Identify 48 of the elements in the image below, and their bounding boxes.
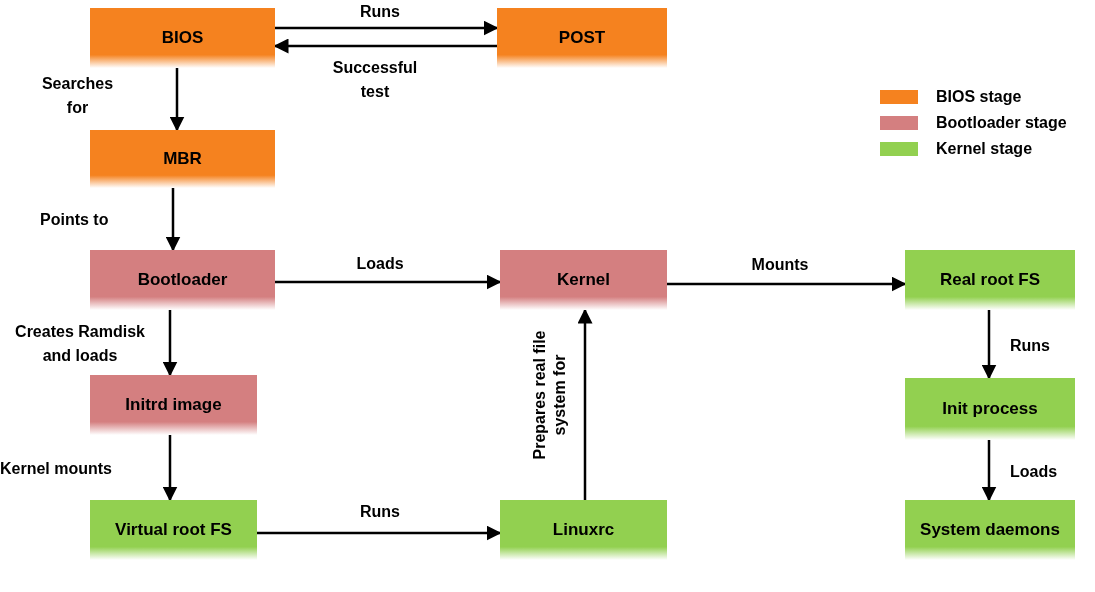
arrow	[275, 20, 499, 36]
node-label: Linuxrc	[552, 519, 615, 541]
process-box	[905, 250, 1075, 310]
arrow	[162, 310, 178, 377]
edge-label: Searches for	[40, 74, 115, 118]
arrow	[275, 274, 502, 290]
process-box	[497, 8, 667, 68]
edge-label: Runs	[359, 502, 401, 522]
process-box	[90, 8, 275, 68]
arrow	[981, 310, 997, 380]
node-label: BIOS	[161, 27, 204, 49]
arrow	[667, 276, 907, 292]
edge-label: Loads	[355, 254, 405, 274]
edge-label: Runs	[359, 2, 401, 22]
process-box	[90, 375, 257, 435]
legend-label: BIOS stage	[936, 87, 1022, 107]
edge-label: Points to	[40, 210, 110, 230]
process-box	[90, 130, 275, 188]
node-label: System daemons	[920, 519, 1060, 541]
arrow	[162, 435, 178, 502]
node-label: Initrd image	[125, 394, 222, 416]
arrow	[165, 188, 181, 252]
edge-label: Prepares real file system for	[530, 329, 569, 462]
node-label: Bootloader	[137, 269, 228, 291]
process-box	[500, 250, 667, 310]
edge-label: Kernel mounts	[0, 459, 113, 479]
node-label: Virtual root FS	[115, 519, 232, 541]
edge-label: Creates Ramdisk and loads	[14, 322, 146, 366]
node-label: MBR	[163, 148, 202, 170]
node-label: Kernel	[557, 269, 610, 291]
arrow	[169, 68, 185, 132]
arrow	[257, 525, 502, 541]
edge-label: Loads	[1010, 462, 1059, 482]
legend-label: Kernel stage	[936, 139, 1033, 159]
edge-label: Mounts	[750, 255, 810, 275]
arrow	[577, 308, 593, 500]
process-box	[500, 500, 667, 560]
edge-label: Runs	[1010, 336, 1051, 356]
arrow	[981, 440, 997, 502]
edge-label: Successful test	[331, 58, 419, 102]
node-label: Init process	[942, 398, 1038, 420]
process-box	[905, 378, 1075, 440]
process-box	[905, 500, 1075, 560]
process-box	[90, 250, 275, 310]
node-label: POST	[558, 27, 606, 49]
process-box	[90, 500, 257, 560]
legend-label: Bootloader stage	[936, 113, 1067, 133]
node-label: Real root FS	[939, 269, 1041, 291]
